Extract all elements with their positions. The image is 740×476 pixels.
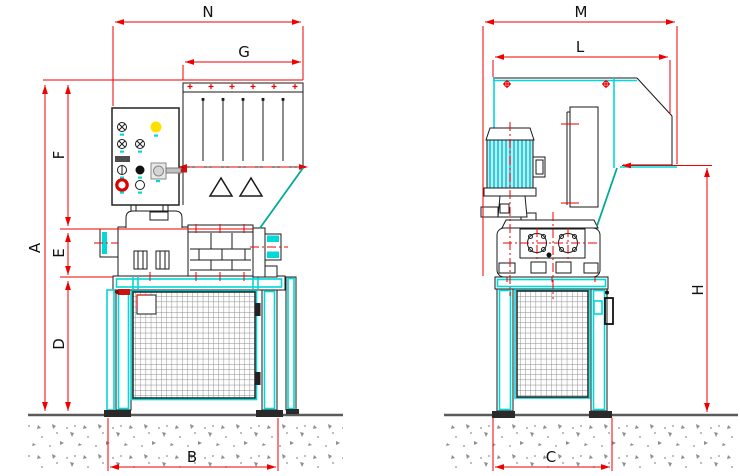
strip-pins	[201, 98, 285, 101]
front-view: N G A F E D B	[26, 3, 308, 471]
hopper-curtain-strips	[202, 100, 284, 161]
white-pushbutton	[135, 180, 145, 194]
foot-pad	[104, 410, 131, 417]
side-flange-plate	[252, 227, 266, 278]
emergency-stop-button	[115, 178, 129, 194]
key-switch	[150, 162, 187, 183]
body-foot-left	[498, 262, 516, 274]
dimension-label-F: F	[50, 151, 68, 160]
hood-bolt-icon	[503, 80, 610, 88]
side-view: M L H C	[480, 3, 712, 471]
vent-louvre	[155, 250, 170, 270]
bearing-bracket	[264, 265, 278, 278]
indicator-cross-button	[117, 139, 127, 153]
mesh-guard-panel	[516, 290, 589, 398]
dimension-label-D: D	[50, 338, 68, 350]
foot-pad	[286, 409, 299, 414]
motor-pedestal	[497, 195, 528, 218]
dimension-label-B: B	[187, 448, 197, 466]
dimension-label-L: L	[576, 38, 585, 56]
door-hinge-icon	[255, 372, 261, 385]
warning-triangle-icon	[238, 176, 264, 197]
ground	[28, 413, 738, 471]
vent-louvre	[133, 250, 148, 270]
dimension-label-A: A	[26, 242, 44, 253]
front-stand	[104, 275, 299, 417]
front-hopper	[178, 82, 308, 229]
dimension-label-H: H	[689, 284, 707, 295]
discharge-duct	[569, 106, 599, 208]
hopper-bolts	[187, 84, 298, 89]
nameplate	[115, 156, 130, 162]
door-hinge-icon	[255, 303, 261, 316]
key-switch-arm	[165, 167, 182, 174]
dimension-label-G: G	[238, 43, 250, 61]
indicator-cross-button	[135, 139, 145, 153]
side-machine-body	[496, 212, 601, 299]
side-stand	[492, 272, 614, 418]
dimension-label-M: M	[575, 3, 588, 21]
pedestal-bracket	[480, 206, 499, 218]
concrete-hatch-side	[444, 417, 738, 471]
foot-pad	[492, 411, 515, 418]
foot-pad	[589, 411, 612, 418]
concrete-hatch-front	[28, 417, 343, 471]
body-dome	[501, 219, 599, 229]
stand-top-plate-cyan	[115, 278, 283, 288]
black-pushbutton	[135, 165, 145, 179]
guard-door-frame	[130, 290, 258, 401]
warning-triangle-icon	[208, 176, 234, 197]
side-hood	[493, 77, 677, 227]
body-foot-right	[583, 262, 599, 274]
control-panel	[111, 107, 187, 206]
front-dimensions: N G A F E D B	[26, 3, 304, 471]
stand-rear-post-left	[106, 289, 115, 411]
door-clamp-handle-icon	[118, 289, 130, 295]
selector-dial	[117, 165, 127, 179]
guard-door-frame	[514, 289, 591, 399]
indicator-cross-button	[117, 122, 127, 136]
dimension-label-E: E	[50, 248, 68, 257]
side-dimensions: M L H C	[482, 3, 712, 471]
hinge-pin	[605, 290, 609, 295]
pilot-lamp	[150, 121, 162, 137]
side-motor	[480, 122, 546, 296]
latch-window	[136, 294, 157, 315]
front-machine-body	[94, 205, 288, 281]
dimension-label-C: C	[546, 448, 556, 466]
gearbox-housing	[117, 226, 189, 277]
latch-window	[593, 300, 603, 315]
hopper-slant	[259, 167, 304, 229]
hood-slant-edge	[636, 77, 673, 117]
crusher-body	[496, 227, 601, 278]
foot-pad	[256, 410, 283, 417]
dimension-label-N: N	[202, 3, 213, 21]
hood-lower-slant	[596, 167, 618, 227]
door-handle-bracket	[604, 297, 614, 325]
